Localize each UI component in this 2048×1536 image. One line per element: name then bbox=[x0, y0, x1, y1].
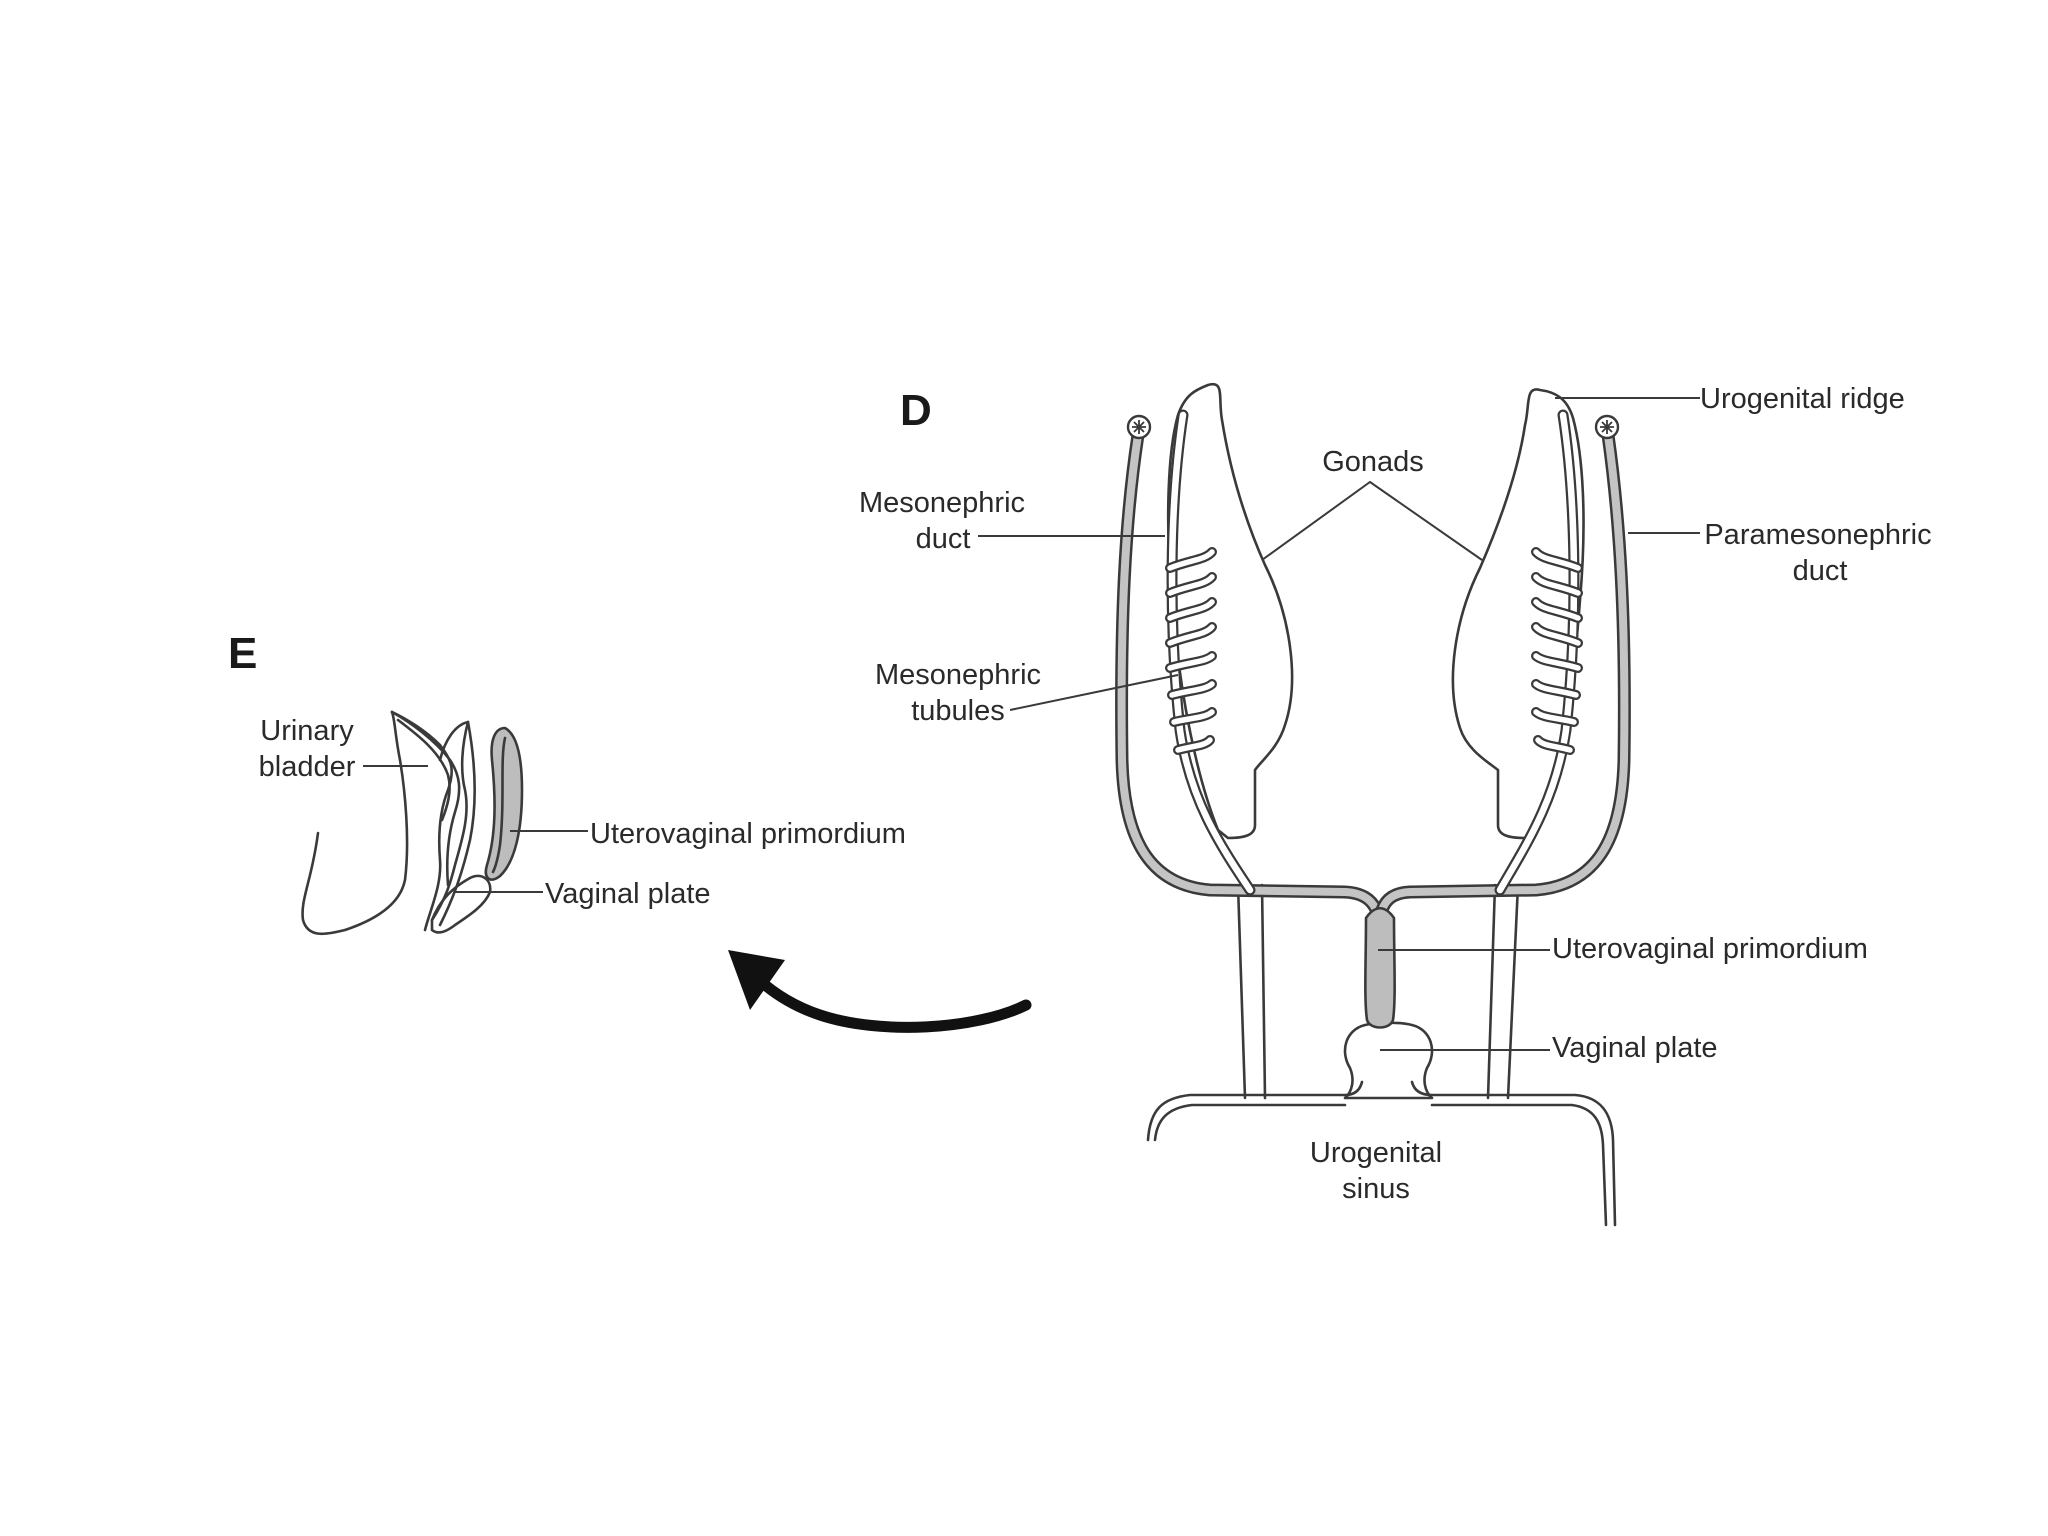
label-vaginal-plate-e: Vaginal plate bbox=[545, 878, 711, 910]
label-mesonephric-tubules-line1: Mesonephric bbox=[875, 659, 1041, 691]
label-urogenital-ridge: Urogenital ridge bbox=[1700, 383, 1905, 415]
urinary-bladder-outline bbox=[301, 710, 409, 936]
urogenital-sinus-outline-right bbox=[1410, 1080, 1617, 1227]
label-uterovaginal-primordium-e: Uterovaginal primordium bbox=[590, 818, 906, 850]
gonad-right bbox=[1451, 388, 1585, 840]
gonad-left bbox=[1166, 382, 1294, 840]
urogenital-sinus-outline bbox=[1146, 1080, 1364, 1142]
fimbriated-ostium-icon bbox=[1126, 414, 1152, 440]
panel-d: D bbox=[859, 382, 1932, 1227]
label-mesonephric-duct-line2: duct bbox=[916, 523, 971, 555]
label-gonads: Gonads bbox=[1322, 446, 1424, 478]
mesonephric-tubules-left bbox=[1165, 547, 1217, 755]
label-mesonephric-duct-line1: Mesonephric bbox=[859, 487, 1025, 519]
panel-e-letter: E bbox=[228, 629, 257, 678]
uterovaginal-primordium-e-shape bbox=[484, 726, 524, 881]
mesonephric-tubules-right bbox=[1531, 547, 1583, 755]
label-urinary-bladder-line2: bladder bbox=[259, 751, 356, 783]
label-paramesonephric-duct-line1: Paramesonephric bbox=[1704, 519, 1931, 551]
paramesonephric-duct-left bbox=[1115, 428, 1387, 932]
leader-gonads bbox=[1261, 480, 1483, 561]
label-urogenital-sinus-line2: sinus bbox=[1342, 1173, 1410, 1205]
label-urinary-bladder-line1: Urinary bbox=[260, 715, 354, 747]
label-uterovaginal-primordium-d: Uterovaginal primordium bbox=[1552, 933, 1868, 965]
panel-e: E Urinary bladder Uterovaginal primordiu… bbox=[228, 629, 906, 936]
leader-mesonephric-tubules bbox=[1009, 674, 1179, 711]
label-mesonephric-tubules-line2: tubules bbox=[911, 695, 1005, 727]
vaginal-plate-d-shape bbox=[1343, 1021, 1434, 1100]
panel-d-letter: D bbox=[900, 386, 932, 435]
label-paramesonephric-duct-line2: duct bbox=[1793, 555, 1848, 587]
label-urogenital-sinus-line1: Urogenital bbox=[1310, 1137, 1442, 1169]
uterovaginal-primordium-d-shape bbox=[1364, 906, 1396, 1029]
fimbriated-ostium-icon bbox=[1594, 414, 1620, 440]
curved-arrow-left-icon bbox=[728, 950, 1032, 1033]
label-vaginal-plate-d: Vaginal plate bbox=[1552, 1032, 1718, 1064]
